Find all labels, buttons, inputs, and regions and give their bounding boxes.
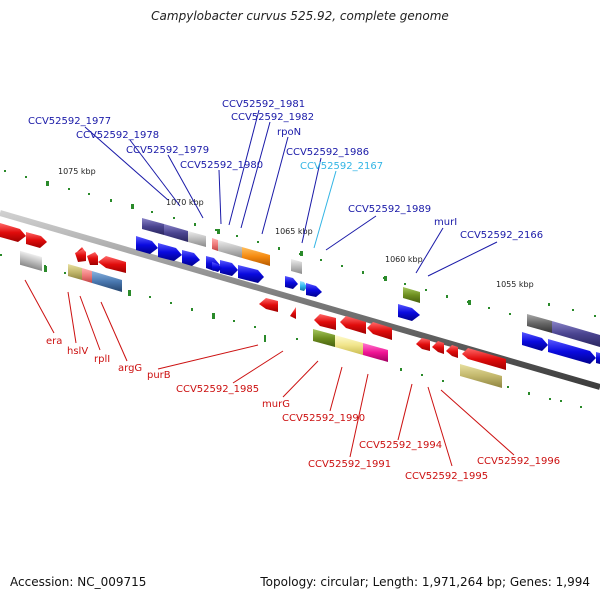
tick-label-1065: 1065 kbp — [275, 227, 313, 236]
cog-box-dark — [527, 314, 552, 333]
figure-title: Campylobacter curvus 525.92, complete ge… — [151, 9, 449, 23]
gene-1989-arrow — [306, 283, 322, 297]
cog-box-purple-2 — [164, 224, 188, 242]
gene-muri-arrow — [398, 304, 420, 321]
gene-1982-arrow — [212, 262, 222, 272]
cog-box-khaki-2 — [460, 364, 502, 388]
tick-label-1060: 1060 kbp — [385, 255, 423, 264]
forward-leader-lines — [84, 109, 498, 277]
gene-argg-arrow — [98, 256, 126, 273]
gene-1995-small-arrow — [432, 341, 444, 354]
label-ccv1991[interactable]: CCV52592_1991 — [308, 459, 391, 470]
label-ccv1986[interactable]: CCV52592_1986 — [286, 147, 369, 158]
label-argg[interactable]: argG — [118, 363, 142, 374]
label-ccv2167[interactable]: CCV52592_2167 — [300, 161, 383, 172]
gene-murg-arrow — [314, 314, 336, 330]
label-rpon[interactable]: rpoN — [277, 127, 301, 138]
gene-1996-arrow — [462, 348, 506, 370]
label-ccv1980[interactable]: CCV52592_1980 — [180, 160, 263, 171]
cog-box-orange — [242, 247, 270, 266]
cog-box-gray-2 — [218, 240, 242, 258]
cds-gray-box-left — [20, 250, 42, 272]
cog-box-gray-1 — [188, 231, 206, 247]
gene-rpon-arrow — [238, 265, 264, 283]
gene-right-arrow-1 — [548, 339, 596, 364]
gene-1994-arrow — [416, 338, 430, 351]
label-ccv1977[interactable]: CCV52592_1977 — [28, 116, 111, 127]
label-ccv1995[interactable]: CCV52592_1995 — [405, 471, 488, 482]
gene-1990-arrow — [340, 316, 366, 334]
topology-text: Topology: circular; Length: 1,971,264 bp… — [260, 575, 590, 589]
label-ccv1996[interactable]: CCV52592_1996 — [477, 456, 560, 467]
cog-box-purple-1 — [142, 218, 164, 235]
cog-box-olive-1 — [403, 287, 420, 303]
gene-1991-arrow — [367, 322, 392, 340]
label-ccv1979[interactable]: CCV52592_1979 — [126, 145, 209, 156]
tick-label-1070: 1070 kbp — [166, 198, 204, 207]
gene-right-arrow-2 — [596, 352, 600, 364]
label-murg[interactable]: murG — [262, 399, 290, 410]
label-ccv1982[interactable]: CCV52592_1982 — [231, 112, 314, 123]
label-ccv1994[interactable]: CCV52592_1994 — [359, 440, 442, 451]
cog-box-khaki-1 — [68, 264, 82, 280]
gene-1985-arrow — [290, 307, 296, 319]
gene-2166-arrow — [522, 332, 548, 351]
forward-gene-labels: CCV52592_1977 CCV52592_1978 CCV52592_197… — [28, 99, 543, 241]
label-ccv1981[interactable]: CCV52592_1981 — [222, 99, 305, 110]
gene-purb-arrow — [259, 298, 278, 312]
cog-box-magenta — [363, 343, 388, 362]
reverse-gene-labels: era hslV rplI argG purB CCV52592_1985 mu… — [46, 336, 560, 482]
reverse-leader-lines — [24, 279, 515, 467]
cog-box-steel — [92, 271, 122, 292]
gene-1986-arrow — [285, 276, 298, 289]
accession-text: Accession: NC_009715 — [10, 575, 147, 589]
label-era[interactable]: era — [46, 336, 62, 347]
label-rpli[interactable]: rplI — [94, 354, 110, 365]
cog-box-purple-3 — [552, 321, 600, 347]
label-purb[interactable]: purB — [147, 370, 171, 381]
cog-box-pink-2 — [82, 268, 92, 283]
gene-1981-arrow — [220, 260, 238, 276]
gene-2167-arrow — [300, 281, 307, 291]
cog-box-gray-3 — [291, 259, 302, 274]
tick-label-1055: 1055 kbp — [496, 280, 534, 289]
cog-box-pink — [212, 238, 218, 251]
reverse-strand-features — [68, 247, 506, 388]
gene-argg-small-arrow — [87, 252, 98, 265]
forward-strand-features — [0, 218, 600, 364]
major-ticks — [44, 181, 471, 319]
label-ccv1989[interactable]: CCV52592_1989 — [348, 204, 431, 215]
upper-tick-dots — [4, 170, 596, 317]
cog-box-olive-2 — [313, 329, 335, 347]
label-ccv1985[interactable]: CCV52592_1985 — [176, 384, 259, 395]
label-ccv1978[interactable]: CCV52592_1978 — [76, 130, 159, 141]
label-ccv2166[interactable]: CCV52592_2166 — [460, 230, 543, 241]
gene-1977-arrow — [136, 236, 158, 254]
gene-1995-arrow — [446, 345, 458, 358]
label-muri[interactable]: murI — [434, 217, 457, 228]
cog-box-yellow — [335, 335, 363, 355]
gene-1978-arrow — [158, 243, 182, 261]
gene-hslv-arrow — [26, 232, 47, 248]
gene-era-arrow — [0, 223, 26, 242]
leader-line-2167 — [313, 170, 337, 249]
label-ccv1990[interactable]: CCV52592_1990 — [282, 413, 365, 424]
gene-rpli-arrow — [75, 249, 86, 262]
label-hslv[interactable]: hslV — [67, 346, 88, 357]
tick-label-1075: 1075 kbp — [58, 167, 96, 176]
gene-1979-arrow — [182, 250, 200, 266]
